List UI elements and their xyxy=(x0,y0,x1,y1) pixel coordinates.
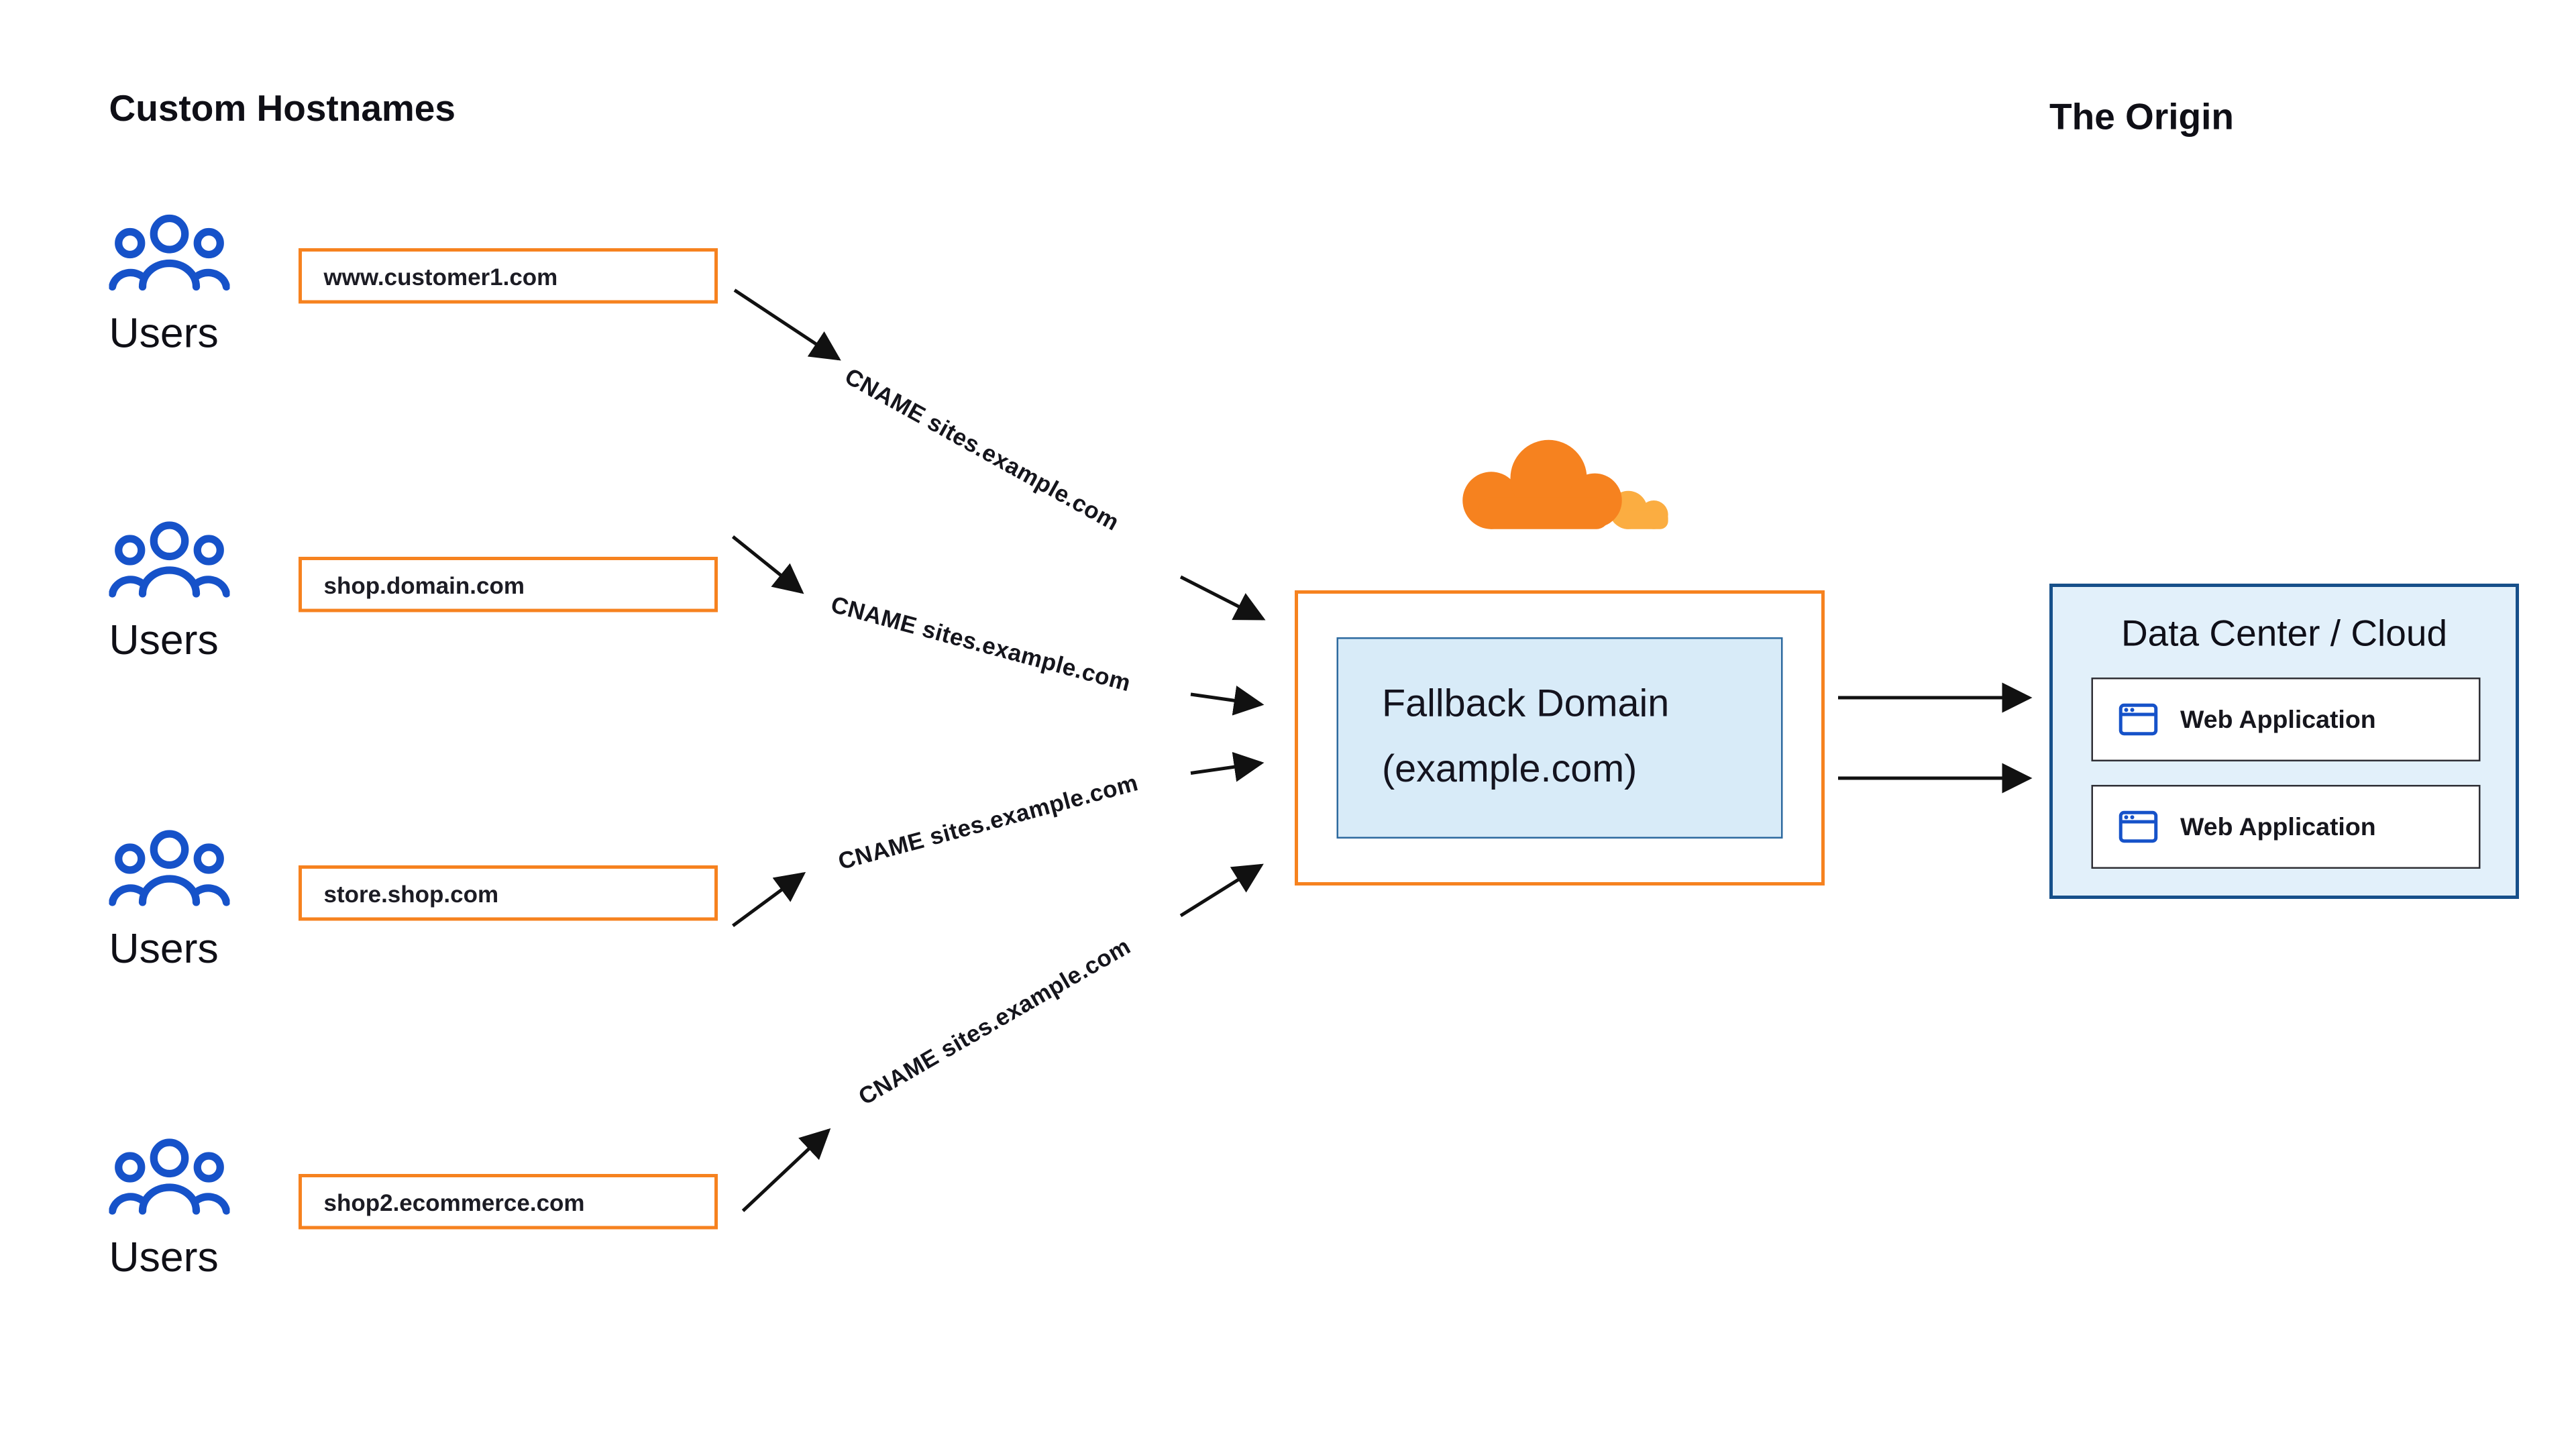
hostname-box-4: shop2.ecommerce.com xyxy=(299,1174,718,1230)
browser-window-icon xyxy=(2118,703,2158,736)
user-group-3: Users xyxy=(109,825,311,975)
user-group-4: Users xyxy=(109,1134,311,1283)
arrow-row2-to-cloudflare xyxy=(1190,685,1265,716)
cname-label-1: CNAME sites.example.com xyxy=(841,362,1124,536)
users-icon xyxy=(109,214,230,291)
fallback-domain-line1: Fallback Domain xyxy=(1382,681,1670,724)
web-application-box-1: Web Application xyxy=(2091,678,2481,761)
user-group-2: Users xyxy=(109,517,311,666)
users-icon xyxy=(109,1138,230,1215)
fallback-domain-line2: (example.com) xyxy=(1382,746,1638,790)
users-icon xyxy=(109,521,230,598)
users-icon xyxy=(109,830,230,906)
hostname-box-2: shop.domain.com xyxy=(299,557,718,612)
user-group-1: Users xyxy=(109,210,311,360)
cname-label-4: CNAME sites.example.com xyxy=(853,932,1135,1110)
data-center-title: Data Center / Cloud xyxy=(2121,612,2448,655)
hostname-text: store.shop.com xyxy=(323,879,499,907)
browser-window-icon xyxy=(2118,810,2158,843)
arrow-row4-start xyxy=(741,1128,831,1212)
users-label: Users xyxy=(109,310,219,358)
arrow-row3-to-cloudflare xyxy=(1190,751,1265,782)
hostname-text: shop.domain.com xyxy=(323,571,525,598)
cloudflare-zone-box: Fallback Domain (example.com) xyxy=(1295,590,1825,885)
hostname-box-1: www.customer1.com xyxy=(299,248,718,304)
fallback-domain-box: Fallback Domain (example.com) xyxy=(1336,637,1783,839)
users-label: Users xyxy=(109,617,219,664)
users-label: Users xyxy=(109,1234,219,1281)
the-origin-title: The Origin xyxy=(2049,95,2234,138)
arrow-row1-start xyxy=(733,288,841,361)
arrow-row2-start xyxy=(731,535,804,594)
cname-label-3: CNAME sites.example.com xyxy=(835,768,1141,875)
web-application-box-2: Web Application xyxy=(2091,785,2481,869)
users-label: Users xyxy=(109,926,219,973)
cloudflare-logo-icon xyxy=(1462,439,1668,529)
web-application-label: Web Application xyxy=(2180,705,2376,734)
web-application-label: Web Application xyxy=(2180,812,2376,841)
arrow-row4-to-cloudflare xyxy=(1179,863,1264,918)
custom-hostnames-title: Custom Hostnames xyxy=(109,87,455,129)
arrow-row3-start xyxy=(732,871,806,928)
hostname-text: www.customer1.com xyxy=(323,262,558,290)
hostname-box-3: store.shop.com xyxy=(299,865,718,921)
data-center-box: Data Center / Cloud Web Application Web … xyxy=(2049,584,2519,899)
cname-label-2: CNAME sites.example.com xyxy=(828,590,1134,696)
hostname-text: shop2.ecommerce.com xyxy=(323,1188,585,1216)
arrow-row1-to-cloudflare xyxy=(1179,575,1266,621)
